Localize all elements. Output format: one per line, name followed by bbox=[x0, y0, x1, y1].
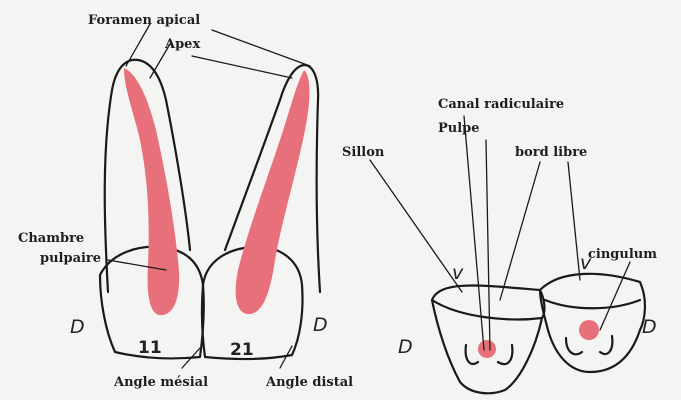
label-pulpe: Pulpe bbox=[438, 121, 480, 136]
leader-lines-frontal bbox=[107, 23, 311, 369]
hand-d-lower-right: D bbox=[642, 316, 657, 338]
label-angle-distal: Angle distal bbox=[266, 375, 354, 390]
profile-left-cingulum bbox=[464, 343, 514, 366]
label-chambre: Chambre bbox=[18, 231, 85, 246]
profile-right-pulp bbox=[579, 320, 599, 340]
label-foramen-apical: Foramen apical bbox=[88, 13, 201, 28]
hand-v-left: v bbox=[452, 262, 464, 284]
profile-left-incisal-edge bbox=[430, 298, 544, 321]
tooth-11-pulp bbox=[124, 68, 180, 316]
label-bord-libre: bord libre bbox=[515, 145, 588, 160]
leader-lines-profile bbox=[369, 115, 631, 351]
label-canal-radiculaire: Canal radiculaire bbox=[438, 97, 565, 112]
hand-d-right: D bbox=[313, 314, 328, 336]
profile-left-pulp bbox=[478, 340, 496, 358]
tooth-11-root-outline bbox=[103, 58, 192, 294]
profile-right-outline bbox=[538, 272, 646, 374]
profile-right-cingulum bbox=[564, 334, 614, 356]
label-cingulum: cingulum bbox=[588, 247, 657, 262]
hand-tooth-11: 11 bbox=[138, 338, 162, 358]
label-angle-mesial: Angle mésial bbox=[114, 375, 209, 390]
label-apex: Apex bbox=[165, 37, 201, 52]
profile-left-outline bbox=[430, 284, 546, 395]
hand-v-right: v bbox=[580, 252, 592, 274]
hand-tooth-21: 21 bbox=[230, 340, 254, 360]
profile-right-incisal-edge bbox=[543, 298, 642, 310]
hand-d-left: D bbox=[70, 316, 85, 338]
hand-d-lower-left: D bbox=[398, 336, 413, 358]
tooth-21-pulp bbox=[235, 70, 310, 315]
label-pulpaire: pulpaire bbox=[40, 251, 102, 266]
label-sillon: Sillon bbox=[342, 145, 385, 160]
tooth-21-root-outline bbox=[223, 63, 322, 294]
